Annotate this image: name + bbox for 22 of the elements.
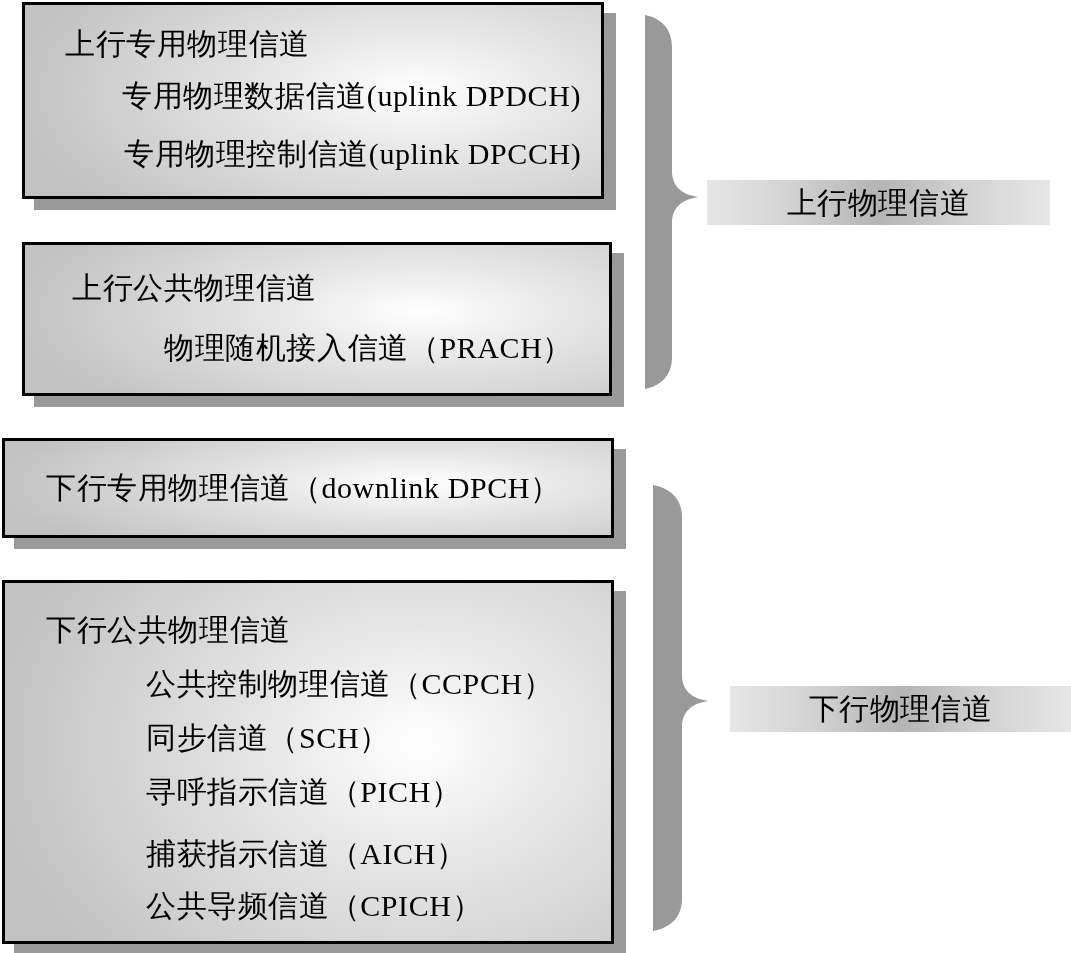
channel-name: 公共控制物理信道（CCPCH）: [146, 667, 554, 701]
group-heading: 上行专用物理信道: [65, 27, 310, 61]
label-band: [707, 180, 1050, 225]
channel-name: 下行专用物理信道（downlink DPCH）: [46, 471, 561, 505]
label-band: [730, 686, 1071, 732]
band-label: 上行物理信道: [786, 185, 971, 220]
channel-name: 专用物理控制信道(uplink DPCCH): [124, 137, 582, 171]
group-heading: 下行公共物理信道: [46, 613, 291, 647]
band-label: 下行物理信道: [808, 692, 993, 726]
channel-box: [22, 242, 612, 396]
channel-name: 捕获指示信道（AICH）: [146, 837, 467, 871]
group-heading: 上行公共物理信道: [72, 271, 317, 305]
channel-name: 同步信道（SCH）: [146, 721, 390, 755]
channel-box: [2, 580, 614, 944]
curly-brace: [645, 15, 698, 389]
channel-name: 物理随机接入信道（PRACH）: [164, 331, 574, 365]
curly-brace: [653, 485, 708, 931]
channel-box: [22, 2, 604, 199]
channel-name: 寻呼指示信道（PICH）: [146, 775, 462, 809]
channel-name: 专用物理数据信道(uplink DPDCH): [122, 79, 582, 113]
channel-name: 公共导频信道（CPICH）: [146, 889, 483, 923]
channel-box: [2, 438, 614, 538]
